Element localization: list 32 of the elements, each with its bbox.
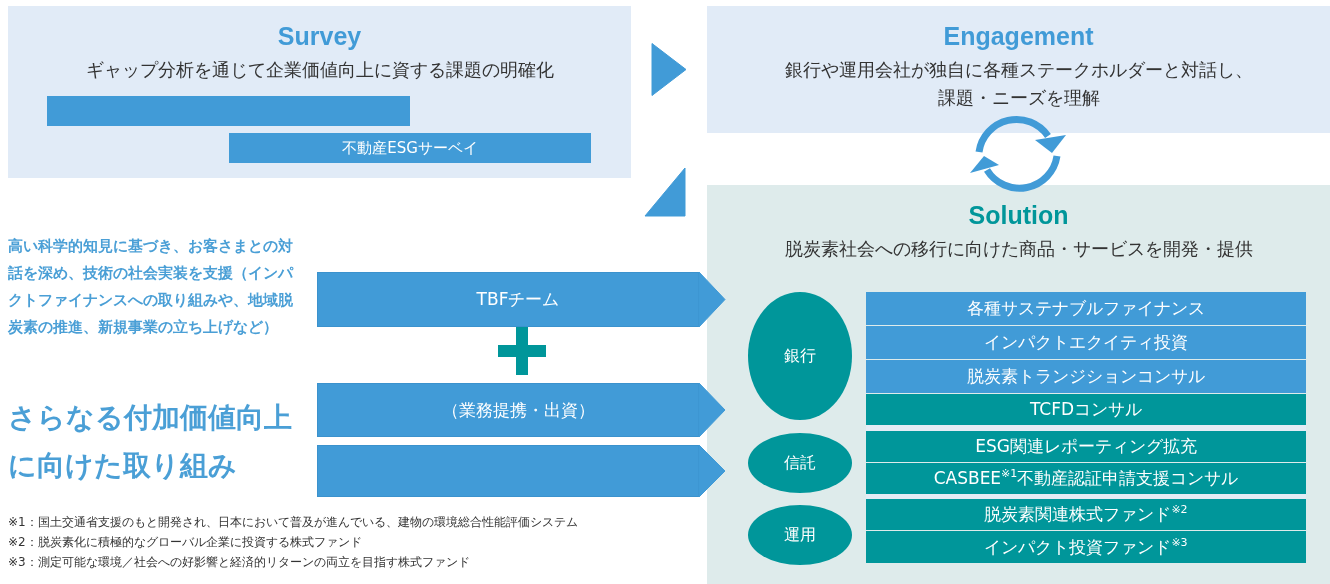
panel	[707, 185, 1330, 584]
arrow-head	[651, 43, 687, 96]
arrow-head	[644, 167, 686, 217]
service-bar: 脱炭素関連株式ファンド$^{※2}$	[866, 499, 1306, 530]
service-bar: TCFDコンサル	[866, 394, 1306, 425]
footnote: ※1：国土交通省支援のもと開発され、日本において普及が進んでいる、建物の環境総合性能評価システム	[8, 514, 578, 531]
service-bar: 脱炭素トランジションコンサル	[866, 360, 1306, 393]
panel	[8, 6, 631, 178]
category-oval: 信託	[748, 433, 852, 493]
panel	[707, 6, 1330, 133]
service-bar: 各種サステナブルファイナンス	[866, 292, 1306, 325]
panel-description: 銀行や運用会社が独自に各種ステークホルダーと対話し、課題・ニーズを理解	[783, 58, 1254, 110]
survey-bar: 不動産ESGサーベイ	[229, 133, 591, 163]
panel-title: Solution	[968, 200, 1069, 231]
arrow-head	[698, 382, 726, 438]
service-bar: インパクト投資ファンド$^{※3}$	[866, 531, 1306, 563]
panel-title: Engagement	[943, 21, 1094, 52]
panel-description: 脱炭素社会への移行に向けた商品・サービスを開発・提供	[783, 237, 1254, 261]
category-oval: 運用	[748, 505, 852, 565]
heading-text: さらなる付加価値向上に向けた取り組み	[8, 400, 293, 484]
arrow-head	[698, 444, 726, 498]
panel-description: ギャップ分析を通じて企業価値向上に資する課題の明確化	[84, 58, 555, 82]
footnote: ※3：測定可能な環境／社会への好影響と経済的リターンの両立を目指す株式ファンド	[8, 554, 470, 571]
panel-title: Survey	[277, 21, 362, 52]
survey-bar	[47, 96, 410, 126]
category-oval: 銀行	[748, 292, 852, 420]
service-bar: ESG関連レポーティング拡充	[866, 431, 1306, 462]
footnote: ※2：脱炭素化に積極的なグローバル企業に投資する株式ファンド	[8, 534, 362, 551]
arrow-head	[698, 271, 726, 328]
description-text: 高い科学的知見に基づき、お客さまとの対話を深め、技術の社会実装を支援（インパクトファイナンスへの取り組みや、地域脱炭素の推進、新規事業の立ち上げなど）	[8, 236, 295, 338]
service-bar: CASBEE$^{※1}$不動産認証申請支援コンサル	[866, 463, 1306, 494]
service-bar: インパクトエクイティ投資	[866, 326, 1306, 359]
